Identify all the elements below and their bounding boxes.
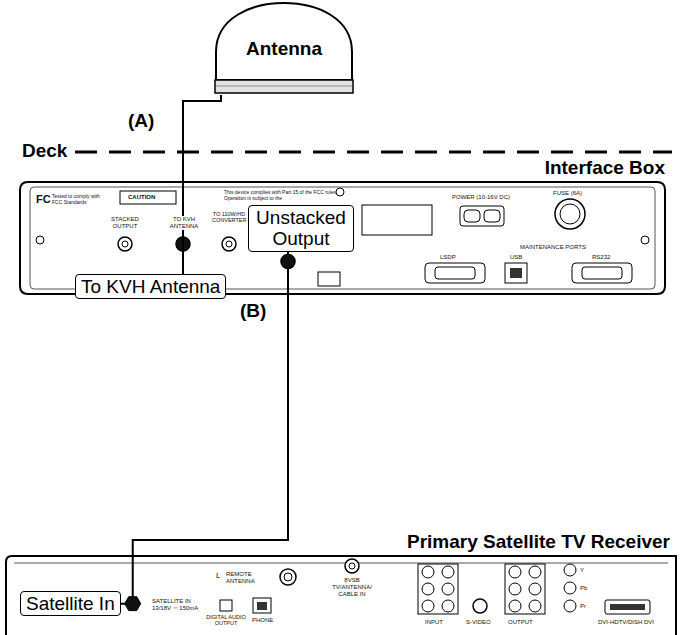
port-callout: To KVH Antenna xyxy=(75,274,226,299)
port-label: Pr xyxy=(580,603,586,610)
cable xyxy=(121,252,288,604)
caution-label: CAUTION xyxy=(128,194,155,201)
dome-base xyxy=(215,80,353,93)
port-label: TO 110W/HD CONVERTER xyxy=(212,211,246,224)
port-label: SATELLITE IN 13/18V ⎓ 150mA xyxy=(152,598,208,612)
port-callout: Unstacked Output xyxy=(248,205,354,252)
port-label: DIGITAL AUDIO OUTPUT xyxy=(204,614,248,627)
port-label: FUSE (6A) xyxy=(553,190,582,197)
port-label: Pb xyxy=(580,585,587,592)
port-label: L xyxy=(216,571,220,580)
port-label: TO KVH ANTENNA xyxy=(166,216,202,230)
receiver-box: Primary Satellite TV ReceiverSatellite I… xyxy=(6,556,670,635)
cable xyxy=(183,95,221,274)
port-label: S-VIDEO xyxy=(466,619,491,626)
port-label: STACKED OUTPUT xyxy=(107,216,143,230)
port-label: MAINTENANCE PORTS xyxy=(520,244,586,251)
port-label: OUTPUT xyxy=(508,619,533,626)
port-jack xyxy=(281,255,295,269)
port-label: USB xyxy=(510,254,522,261)
callout-text: Unstacked Output xyxy=(254,207,348,250)
port-label: PHONE xyxy=(252,617,273,624)
cable-label: (A) xyxy=(128,110,154,132)
port-label: INPUT xyxy=(425,619,443,626)
box-heading: Interface Box xyxy=(545,157,665,179)
port-label: REMOTE ANTENNA xyxy=(226,571,272,585)
port-label: LSDP xyxy=(440,254,456,261)
port-callout: Satellite In xyxy=(20,591,121,616)
cable-label: (B) xyxy=(240,300,266,322)
deck-line xyxy=(75,151,672,154)
fcc-logo: FC xyxy=(36,193,51,206)
deck-label: Deck xyxy=(22,140,67,162)
callout-text: To KVH Antenna xyxy=(81,276,220,297)
port-label: 8VSB TV/ANTENNA/ CABLE IN xyxy=(326,577,378,598)
port-label: POWER (10-16V DC) xyxy=(452,194,510,201)
fcc-note: This device complies with Part 15 of the… xyxy=(224,190,342,202)
antenna-label: Antenna xyxy=(213,38,355,60)
port-label: RS232 xyxy=(592,254,610,261)
fcc-note: Tested to comply with FCC Standards xyxy=(52,194,104,206)
box-heading: Primary Satellite TV Receiver xyxy=(407,531,670,553)
interface-box: Interface BoxUnstacked OutputTo KVH Ante… xyxy=(20,182,665,294)
callout-text: Satellite In xyxy=(26,593,115,614)
dome-base-stripe xyxy=(216,86,352,87)
antenna-dome: Antenna xyxy=(213,0,355,95)
port-label: Y xyxy=(580,567,584,574)
receiver-panel xyxy=(6,556,676,635)
port-label: DVI-HDTV/DISH DVI xyxy=(598,619,654,626)
port-jack xyxy=(125,597,141,611)
